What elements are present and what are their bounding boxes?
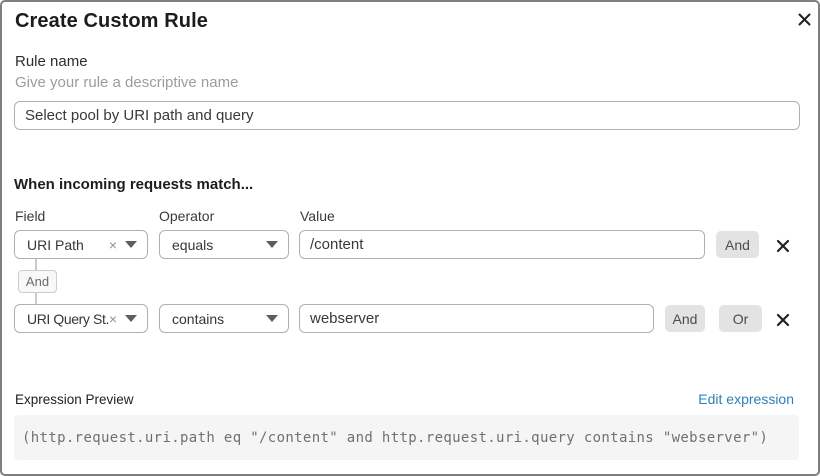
operator-select-row1-value: equals: [172, 236, 214, 253]
column-label-field: Field: [15, 208, 46, 224]
x-icon: [776, 239, 790, 253]
expression-preview-block: (http.request.uri.path eq "/content" and…: [14, 415, 799, 460]
match-heading: When incoming requests match...: [14, 176, 254, 193]
chevron-down-icon: [125, 241, 137, 248]
rule-name-input[interactable]: [14, 101, 800, 130]
edit-expression-link[interactable]: Edit expression: [698, 391, 794, 407]
chevron-down-icon: [266, 315, 278, 322]
operator-select-row1[interactable]: equals: [159, 230, 289, 259]
and-button-row1[interactable]: And: [716, 231, 759, 258]
field-select-row1[interactable]: URI Path ×: [14, 230, 148, 259]
chevron-down-icon: [125, 315, 137, 322]
expression-preview-label: Expression Preview: [15, 392, 134, 407]
expression-text: (http.request.uri.path eq "/content" and…: [22, 429, 769, 446]
operator-select-row2-value: contains: [172, 310, 225, 327]
column-label-operator: Operator: [159, 208, 215, 224]
value-input-row1[interactable]: [299, 230, 705, 259]
field-select-row1-value: URI Path: [27, 236, 84, 253]
rule-name-helper: Give your rule a descriptive name: [15, 74, 239, 91]
value-input-row2[interactable]: [299, 304, 654, 333]
clear-field-icon[interactable]: ×: [108, 236, 117, 253]
or-button-row2[interactable]: Or: [719, 305, 762, 332]
connector-and-badge: And: [18, 270, 57, 293]
clear-field-icon[interactable]: ×: [108, 310, 117, 327]
chevron-down-icon: [266, 241, 278, 248]
delete-row1-button[interactable]: [774, 237, 792, 255]
x-icon: [776, 313, 790, 327]
field-select-row2[interactable]: URI Query St... ×: [14, 304, 148, 333]
column-label-value: Value: [300, 208, 335, 224]
and-button-row2[interactable]: And: [665, 305, 705, 332]
dialog-title: Create Custom Rule: [15, 10, 208, 32]
field-select-row2-value: URI Query St...: [27, 310, 109, 327]
close-dialog-button[interactable]: [794, 9, 814, 29]
close-icon: [797, 12, 812, 27]
rule-name-label: Rule name: [15, 53, 88, 70]
delete-row2-button[interactable]: [774, 311, 792, 329]
operator-select-row2[interactable]: contains: [159, 304, 289, 333]
